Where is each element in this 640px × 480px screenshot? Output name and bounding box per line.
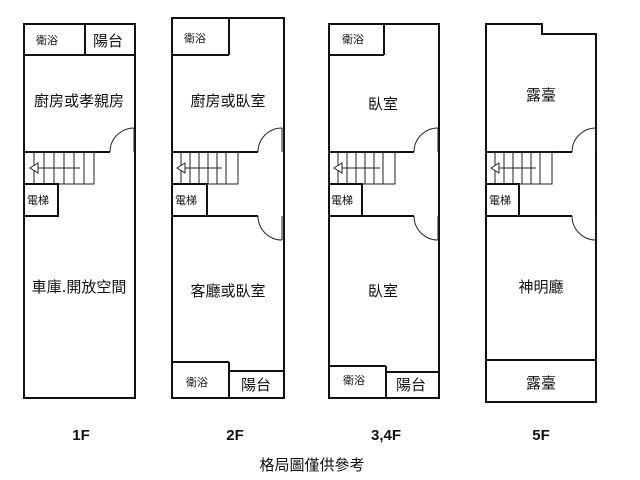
outer-wall: [171, 17, 285, 399]
living-label: 客廳或臥室: [190, 282, 265, 300]
elevator-shaft: [23, 183, 59, 217]
elevator-shaft: [328, 183, 363, 217]
kitchen-label: 廚房或孝親房: [34, 92, 124, 110]
terrace-bottom-label: 露臺: [526, 374, 556, 392]
caption: 格局圖僅供參考: [259, 456, 364, 474]
floor-plan-3-4f: 衛浴 臥室 電梯 臥室 衛浴 陽台 3,4F: [328, 23, 440, 444]
floor-label: 5F: [532, 427, 550, 444]
floor-plan-5f: 露臺 電梯 神明廳 露臺 5F: [485, 23, 597, 444]
floor-label: 1F: [72, 427, 90, 444]
staircase: [328, 151, 396, 185]
garage-label: 車庫.開放空間: [32, 278, 127, 296]
staircase: [23, 151, 95, 185]
outer-wall: [328, 23, 440, 399]
elevator-shaft: [171, 183, 208, 217]
terrace-top-label: 露臺: [526, 86, 556, 104]
elevator-label: 電梯: [175, 194, 197, 207]
floor-plan-1f: 電梯 衛浴 陽台 廚房或孝親房 車庫.開放空間 1F: [23, 23, 136, 444]
elevator-shaft: [485, 183, 520, 217]
bedroom-top-label: 臥室: [368, 95, 398, 113]
shrine-room-label: 神明廳: [518, 278, 563, 296]
bath-label: 衛浴: [36, 34, 58, 47]
balcony-label: 陽台: [396, 376, 426, 394]
bath-top-label: 衛浴: [184, 32, 206, 45]
floor-label: 3,4F: [371, 427, 401, 444]
floor-plan-2f: 衛浴 廚房或臥室 電梯 客廳或臥室 衛浴 陽台 2F: [171, 17, 285, 444]
elevator-label: 電梯: [27, 194, 49, 207]
door-swing: [257, 127, 283, 153]
door-swing: [413, 215, 439, 241]
elevator-label: 電梯: [489, 194, 511, 207]
door-swing: [413, 127, 439, 153]
balcony-label: 陽台: [241, 376, 271, 394]
floor-label: 2F: [226, 427, 244, 444]
bedroom-bottom-label: 臥室: [368, 282, 398, 300]
outer-wall: [485, 23, 597, 403]
door-swing: [571, 127, 597, 153]
outer-wall: [23, 23, 136, 399]
door-swing: [257, 215, 283, 241]
staircase: [171, 151, 239, 185]
bath-bottom-label: 衛浴: [186, 376, 208, 389]
door-swing: [571, 215, 597, 241]
balcony-label: 陽台: [93, 32, 123, 50]
elevator-label: 電梯: [331, 194, 353, 207]
staircase: [485, 151, 553, 185]
door-swing: [109, 127, 135, 153]
kitchen-label: 廚房或臥室: [190, 92, 265, 110]
bath-bottom-label: 衛浴: [343, 374, 365, 387]
bath-top-label: 衛浴: [342, 33, 364, 46]
